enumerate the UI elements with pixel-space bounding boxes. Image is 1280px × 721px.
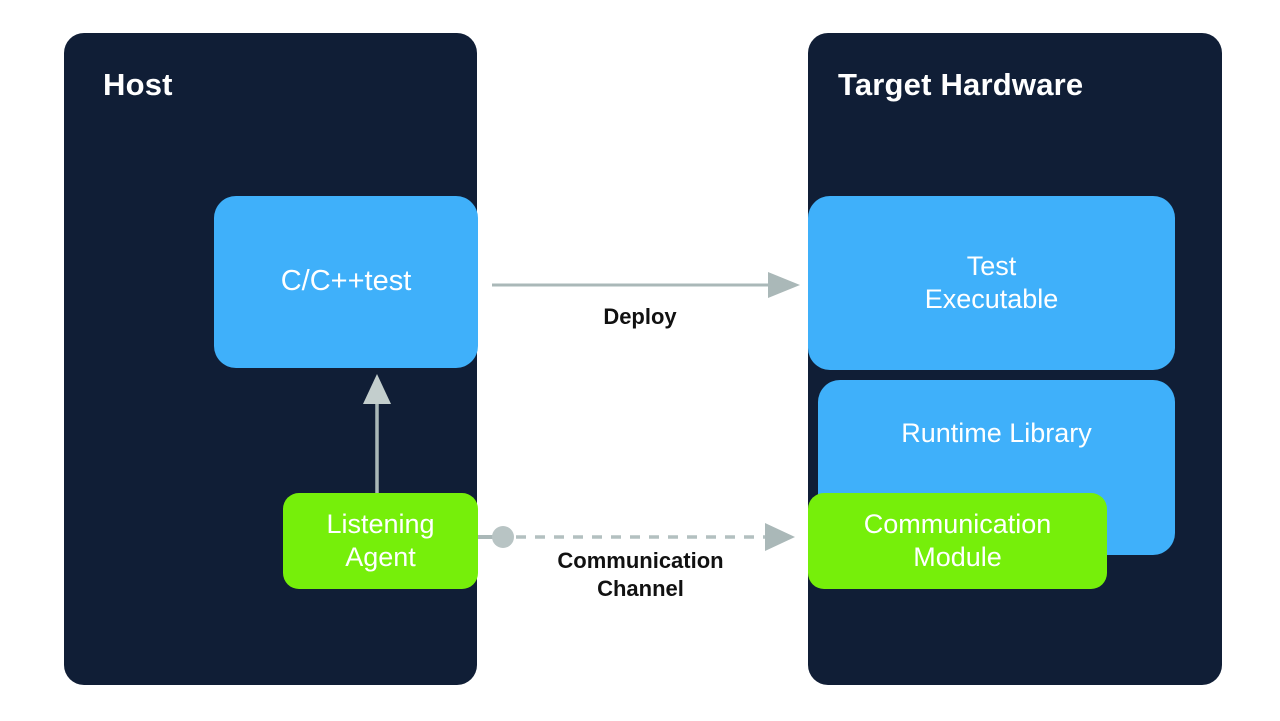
node-runtime-library-label: Runtime Library (901, 418, 1092, 448)
node-communication-module-label: Communication Module (863, 509, 1052, 572)
communication-channel-connector-label: Communication Channel (557, 548, 724, 601)
node-listening-agent[interactable]: Listening Agent (283, 493, 478, 589)
channel-endpoint-dot-icon (492, 526, 514, 548)
node-test-executable-label: Test Executable (924, 251, 1059, 314)
deploy-connector-label: Deploy (603, 304, 677, 329)
panel-host-title: Host (103, 67, 173, 102)
node-listening-agent-label: Listening Agent (326, 509, 435, 572)
channel-arrowhead-icon (765, 523, 795, 551)
node-test-executable[interactable]: Test Executable (808, 196, 1175, 370)
node-cpptest-label: C/C++test (280, 265, 412, 298)
node-cpptest[interactable]: C/C++test (214, 196, 478, 368)
node-communication-module[interactable]: Communication Module (808, 493, 1107, 589)
deploy-arrowhead-icon (768, 272, 800, 298)
panel-target-hardware-title: Target Hardware (838, 67, 1084, 102)
